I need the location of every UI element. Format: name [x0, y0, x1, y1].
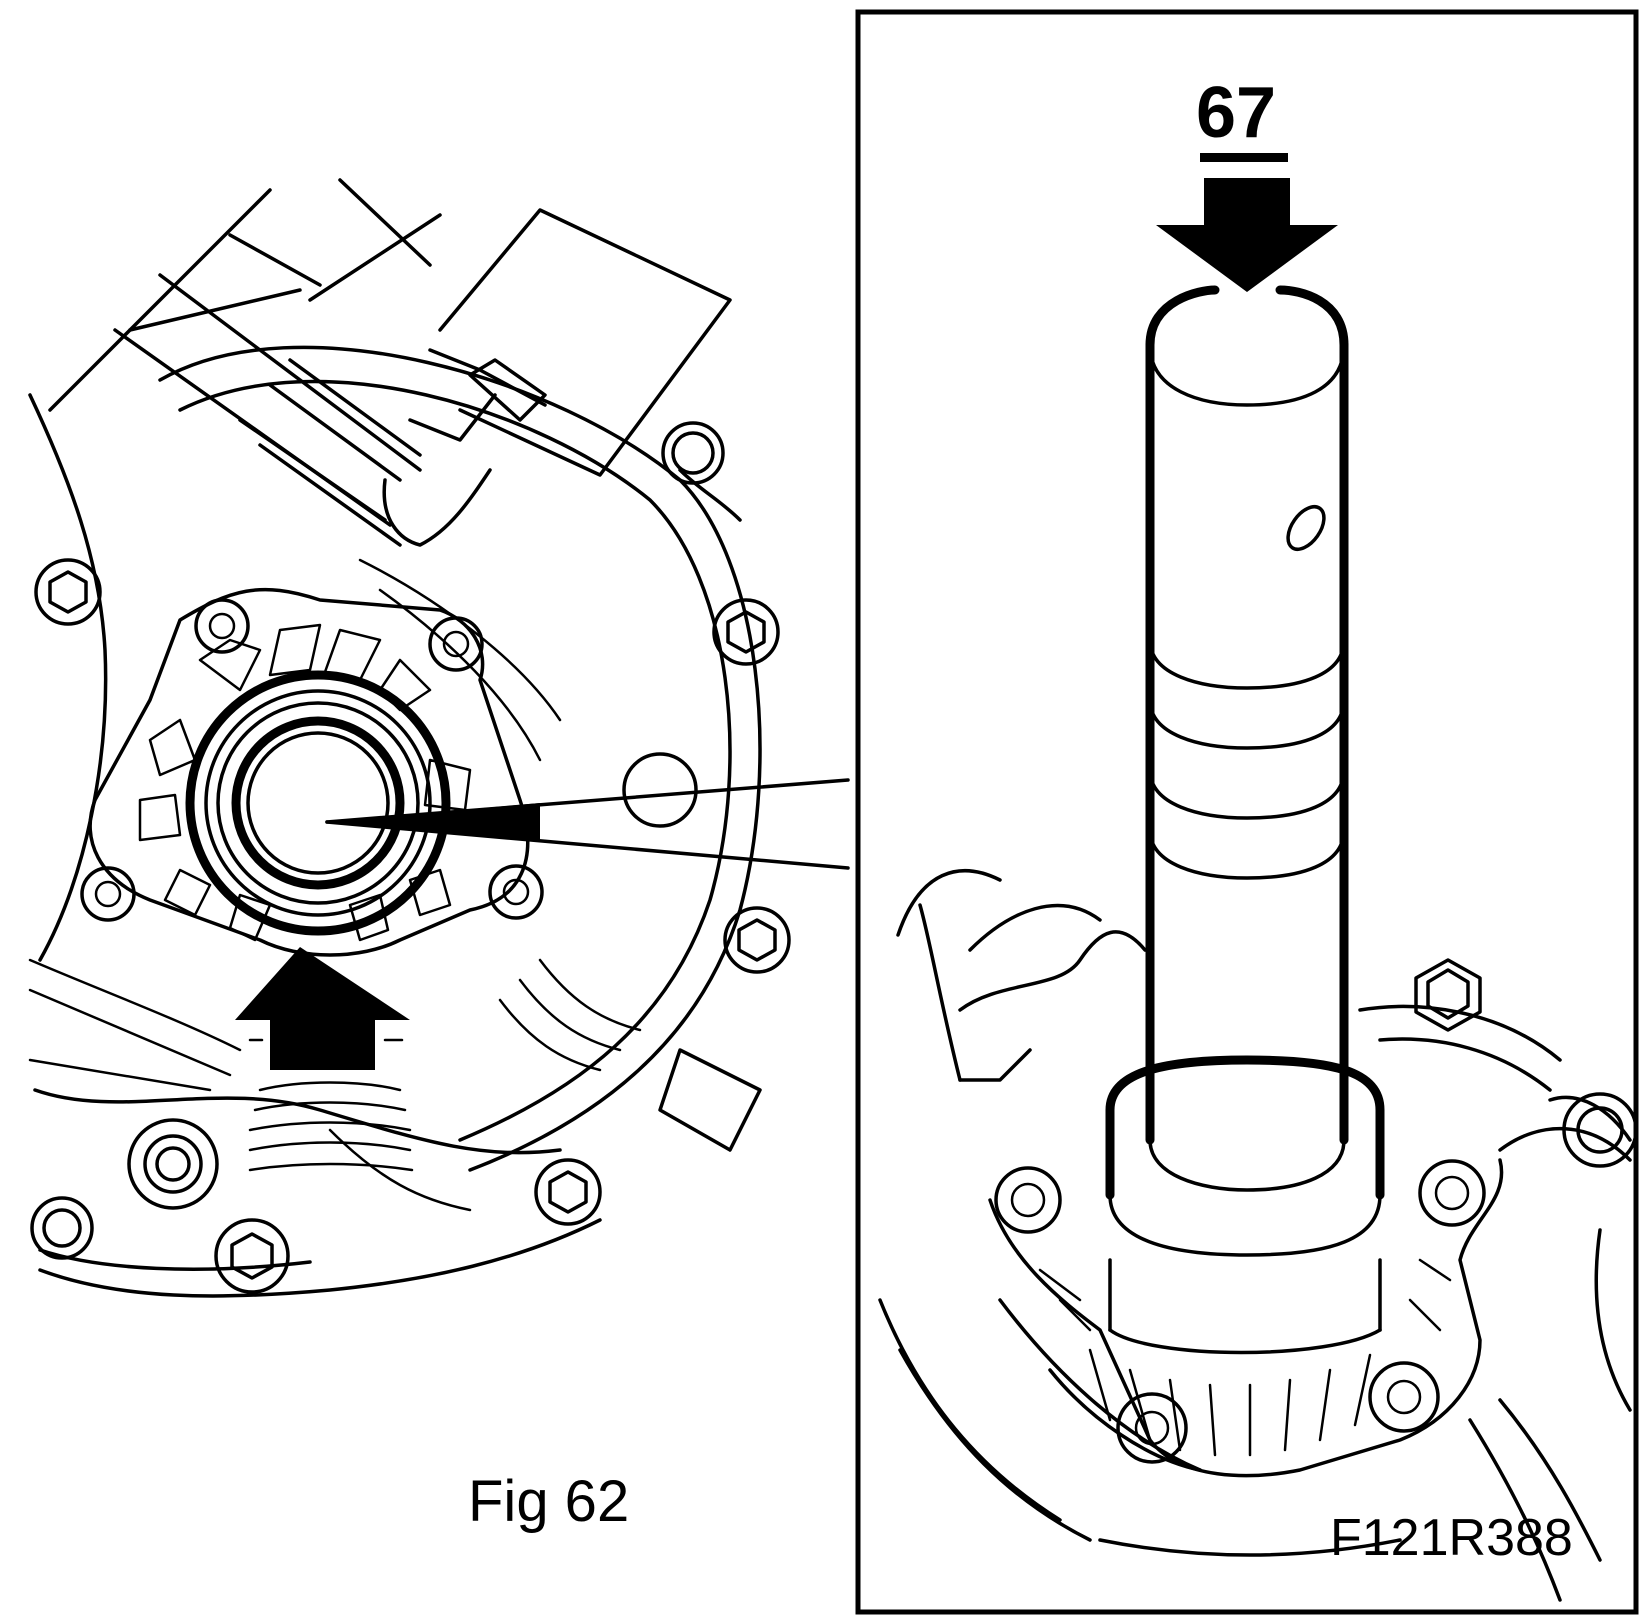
gearbox-housing — [28, 178, 850, 1298]
tool-label-underline — [1200, 153, 1288, 162]
figure-caption: Fig 62 — [468, 1469, 630, 1534]
tool-label: 67 — [1196, 73, 1277, 153]
detail-frame — [855, 9, 1639, 1615]
reference-code: F121R388 — [1330, 1509, 1573, 1567]
detail-view — [878, 285, 1638, 1602]
arrow-down-icon — [1156, 178, 1338, 292]
arrow-up-icon — [235, 947, 410, 1070]
